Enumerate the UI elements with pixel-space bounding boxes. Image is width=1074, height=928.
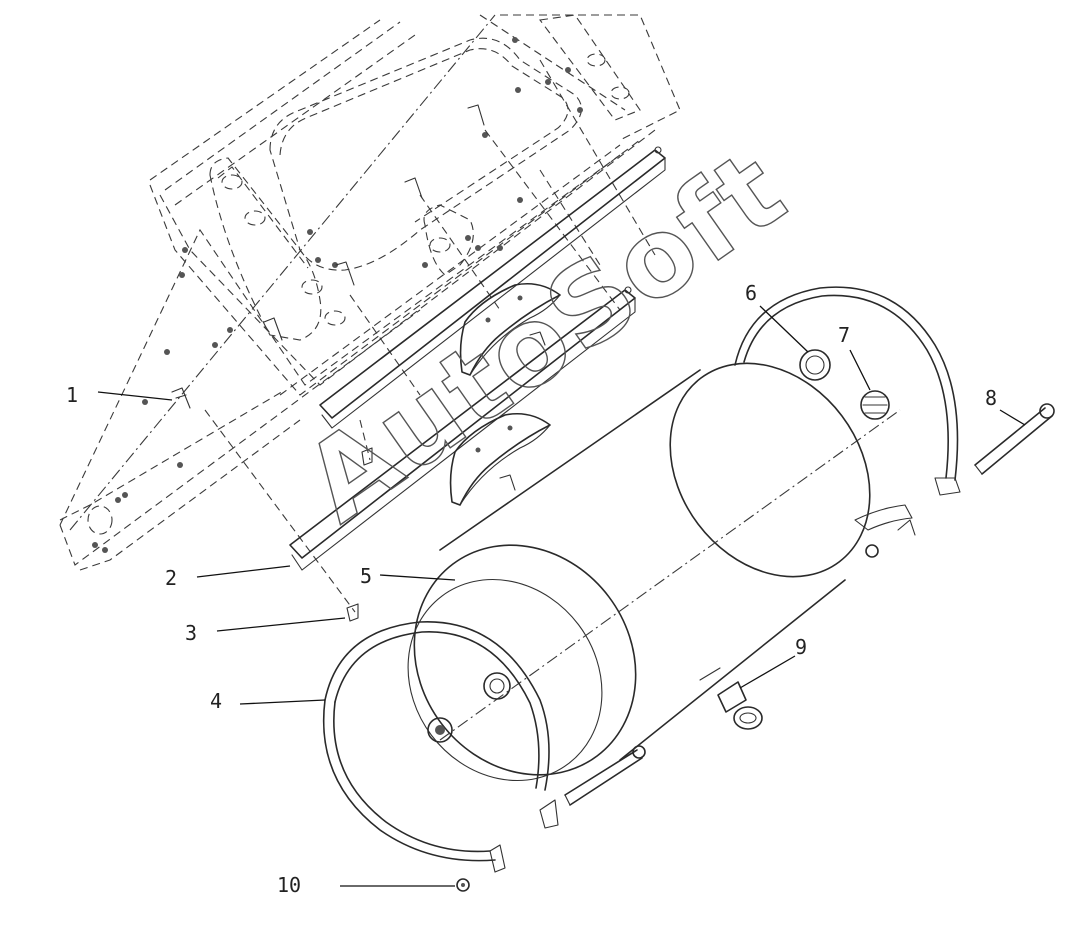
air-tank (407, 362, 901, 782)
callout-10: 10 (277, 873, 455, 897)
callout-label-6: 6 (745, 281, 757, 305)
nut-upper (865, 544, 879, 558)
watermark-text: AutoSoft (283, 127, 808, 547)
support-strip-upper (319, 146, 666, 429)
callout-label-10: 10 (277, 873, 301, 897)
bolt-front (564, 745, 646, 806)
callout-3: 3 (185, 617, 346, 645)
front-strap-4 (322, 621, 559, 873)
callout-9: 9 (739, 635, 807, 689)
callout-7: 7 (838, 323, 871, 391)
callout-label-3: 3 (185, 621, 197, 645)
frame-rail (59, 14, 681, 571)
bolt-8-part (974, 403, 1055, 475)
callout-label-8: 8 (985, 386, 997, 410)
callout-2: 2 (165, 565, 291, 590)
alignment-lines (204, 59, 656, 613)
callout-label-1: 1 (66, 383, 78, 407)
callout-6: 6 (745, 281, 809, 353)
bolt-3-part (346, 447, 373, 622)
rear-strap (734, 286, 961, 536)
callout-label-9: 9 (795, 635, 807, 659)
callout-label-7: 7 (838, 323, 850, 347)
callout-label-5: 5 (360, 564, 372, 588)
callout-8: 8 (985, 386, 1026, 426)
callout-label-4: 4 (210, 689, 222, 713)
callout-4: 4 (210, 689, 326, 713)
saddle-bracket-upper (459, 282, 561, 376)
drain-fitting-6 (799, 349, 831, 381)
valve-fitting-7 (860, 390, 890, 420)
nut-10 (456, 878, 470, 892)
callout-label-2: 2 (165, 566, 177, 590)
callout-1: 1 (66, 383, 173, 407)
callout-5: 5 (360, 564, 456, 588)
saddle-bracket-lower (449, 412, 551, 506)
drain-cock-9 (699, 667, 763, 730)
support-strip-lower (289, 286, 636, 571)
rail-bolts (171, 104, 485, 409)
